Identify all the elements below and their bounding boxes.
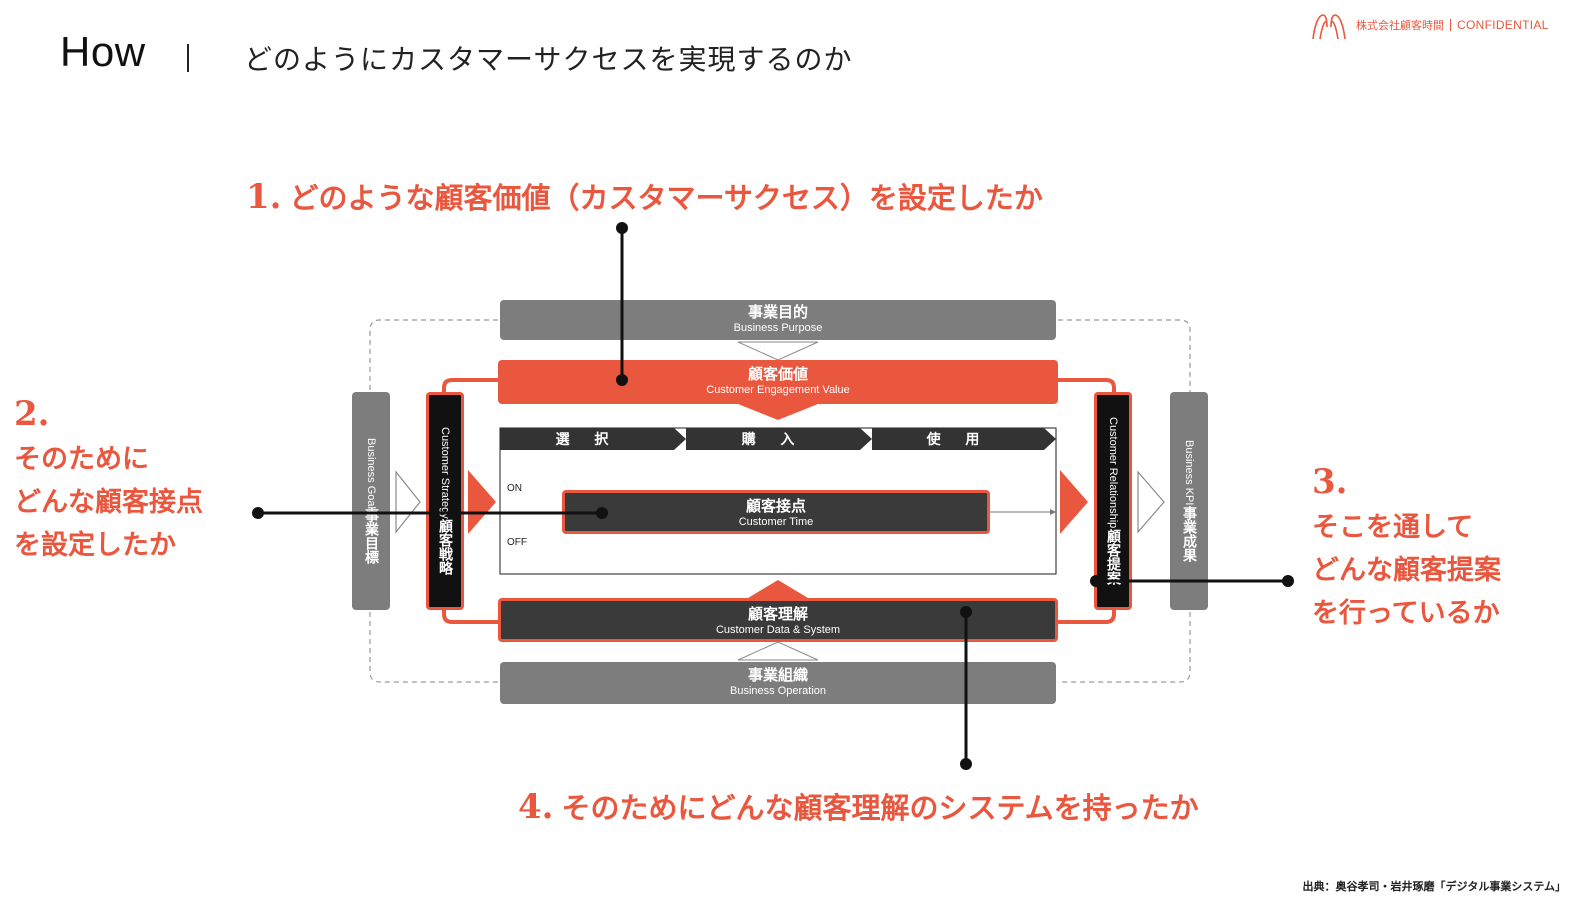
annotation-3-line-2: どんな顧客提案 (1312, 555, 1501, 586)
page-title: どのようにカスタマーサクセスを実現するのか (244, 43, 853, 76)
title-separator (187, 44, 189, 72)
on-label: ON (507, 483, 522, 494)
annotation-3: 3. そこを通して どんな顧客提案 を行っているか (1312, 462, 1501, 635)
business-goal-jp: 事業目標 (363, 508, 379, 565)
business-purpose-box: 事業目的 Business Purpose (500, 300, 1056, 340)
red-loop-top-right (1058, 378, 1116, 392)
logo-divider (1450, 19, 1451, 31)
annotation-2-number: 2. (14, 394, 50, 434)
confidential-label: CONFIDENTIAL (1457, 18, 1549, 32)
purpose-down-arrow (737, 341, 819, 361)
customer-relationship-en: Customer Relationship (1107, 417, 1119, 529)
business-kpi-jp: 事業成果 (1181, 505, 1197, 562)
touchpoint-arrow-head (1050, 509, 1056, 515)
business-kpi-box: Business KPI 事業成果 (1170, 392, 1208, 610)
annotation-2-line-1: そのために (14, 444, 149, 475)
customer-understanding-box: 顧客理解 Customer Data & System (498, 598, 1058, 642)
annotation-4: 4.そのためにどんな顧客理解のシステムを持ったか (518, 785, 1199, 827)
customer-touchpoint-en: Customer Time (738, 516, 814, 528)
annotation-3-number: 3. (1312, 462, 1348, 502)
customer-touchpoint-jp: 顧客接点 (745, 497, 806, 515)
understanding-up-arrow (748, 580, 808, 598)
stage-chevron-1 (500, 428, 686, 450)
business-goal-box: Business Goal 事業目標 (352, 392, 390, 610)
annotation-3-line-3: を行っているか (1312, 598, 1500, 629)
annotation-1: 1.どのような顧客価値（カスタマーサクセス）を設定したか (246, 175, 1043, 217)
annotation-2-line-3: を設定したか (14, 530, 176, 561)
page-title-how: How (60, 28, 146, 75)
customer-relationship-box: Customer Relationship 顧客提案 (1094, 392, 1132, 610)
operation-up-arrow (737, 641, 819, 661)
annotation-4-number: 4. (518, 787, 554, 827)
business-kpi-en: Business KPI (1183, 440, 1195, 506)
stage-chevron-2 (686, 428, 872, 450)
business-operation-jp: 事業組織 (747, 666, 808, 684)
stage-chevron-3 (872, 428, 1056, 450)
business-purpose-en: Business Purpose (733, 322, 823, 334)
journey-right-arrow (1060, 470, 1088, 534)
red-loop-top-left (442, 378, 498, 392)
customer-understanding-jp: 顧客理解 (747, 605, 808, 623)
customer-value-box: 顧客価値 Customer Engagement Value (498, 360, 1058, 404)
business-operation-en: Business Operation (730, 685, 826, 697)
annotation-2: 2. そのために どんな顧客接点 を設定したか (14, 394, 203, 567)
red-loop-bottom-left (442, 610, 498, 624)
dashed-frame (369, 319, 1191, 683)
stage-label-select: 選 択 (555, 432, 619, 448)
customer-strategy-en: Customer Strategy (439, 427, 451, 519)
customer-strategy-jp: 顧客戦略 (437, 518, 453, 575)
value-down-arrow (738, 404, 818, 420)
source-credit: 出典：奥谷孝司・岩井琢磨「デジタル事業システム」 (1302, 880, 1566, 893)
company-logo: 株式会社顧客時間 CONFIDENTIAL (1310, 8, 1572, 42)
customer-touchpoint-box: 顧客接点 Customer Time (562, 490, 990, 534)
business-purpose-jp: 事業目的 (747, 303, 808, 321)
kpi-right-arrow (1137, 470, 1165, 534)
customer-understanding-en: Customer Data & System (715, 624, 841, 636)
annotation-4-text: そのためにどんな顧客理解のシステムを持ったか (561, 791, 1199, 825)
annotation-1-text: どのような顧客価値（カスタマーサクセス）を設定したか (289, 181, 1043, 215)
customer-value-en: Customer Engagement Value (706, 384, 850, 396)
annotation-3-line-1: そこを通して (1312, 512, 1474, 543)
logo-company-name: 株式会社顧客時間 (1356, 19, 1444, 32)
customer-relationship-jp: 顧客提案 (1105, 528, 1121, 585)
stage-label-purchase: 購 入 (741, 432, 805, 448)
business-goal-en: Business Goal (365, 437, 377, 509)
stage-label-use: 使 用 (926, 432, 990, 448)
strategy-right-arrow (468, 470, 496, 534)
annotation-1-number: 1. (246, 177, 282, 217)
annotation-2-line-2: どんな顧客接点 (14, 487, 203, 518)
customer-strategy-box: Customer Strategy 顧客戦略 (426, 392, 464, 610)
red-loop-bottom-right (1058, 610, 1116, 624)
goal-right-arrow (395, 470, 421, 534)
business-operation-box: 事業組織 Business Operation (500, 662, 1056, 704)
logo-mark-icon (1312, 14, 1346, 40)
customer-value-jp: 顧客価値 (747, 365, 808, 383)
off-label: OFF (507, 537, 527, 548)
